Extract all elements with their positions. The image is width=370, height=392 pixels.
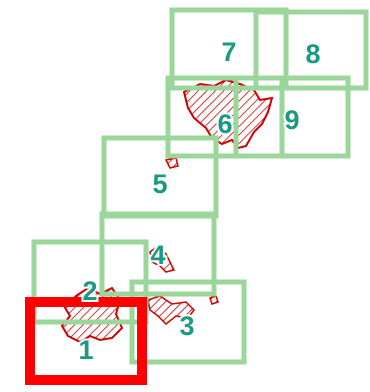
tile-label-8: 8 [305,39,320,69]
tile-label-7: 7 [221,37,236,67]
tile-label-3: 3 [179,311,194,341]
tile-label-6: 6 [217,109,232,139]
region-blob-small-5 [166,158,178,168]
tile-label-4: 4 [150,240,165,270]
tile-label-1: 1 [78,335,93,365]
tile-label-5: 5 [152,169,167,199]
tile-label-9: 9 [284,105,299,135]
region-blob-dot [210,296,218,304]
tile-label-2: 2 [82,276,97,306]
